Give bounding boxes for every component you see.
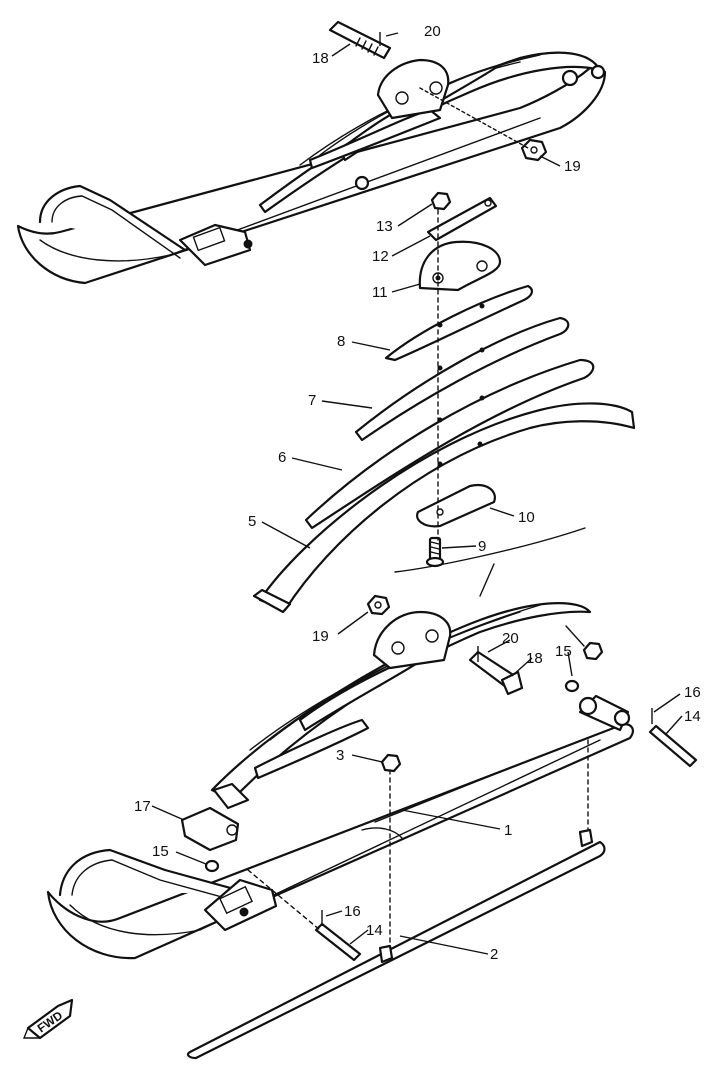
fwd-direction-arrow: FWD [22, 998, 74, 1040]
part-15-bushing-left [204, 859, 220, 873]
callout-19-top: 19 [564, 158, 581, 175]
callout-11: 11 [372, 284, 388, 301]
callout-15-right: 15 [555, 643, 572, 660]
callout-3: 3 [336, 747, 344, 764]
part-12-clip [426, 196, 498, 242]
callout-19-bottom: 19 [312, 628, 329, 645]
callout-12: 12 [372, 248, 389, 265]
callout-20-bottom: 20 [502, 630, 519, 647]
front-nut [565, 625, 604, 661]
leader-lines [151, 32, 683, 955]
part-15-bushing-right [564, 679, 580, 693]
callout-1: 1 [504, 822, 512, 839]
callout-18-bottom: 18 [526, 650, 543, 667]
callout-9: 9 [478, 538, 486, 555]
part-5-main-leaf [252, 402, 636, 614]
part-13-nut [430, 191, 452, 211]
part-11-saddle [418, 240, 502, 292]
part-7-leaf [354, 316, 570, 442]
bottom-ski-assembly [46, 602, 634, 960]
callout-14-left: 14 [366, 922, 383, 939]
callout-17: 17 [134, 798, 151, 815]
callout-10: 10 [518, 509, 535, 526]
callout-15-left: 15 [152, 843, 169, 860]
callout-16-right: 16 [684, 684, 701, 701]
nut-19-top [520, 138, 548, 162]
part-14-shaft-left [314, 922, 362, 962]
callout-18-top: 18 [312, 50, 329, 67]
bolt-18-bottom [468, 650, 524, 696]
callout-14-right: 14 [684, 708, 701, 725]
part-17-bracket [180, 806, 240, 852]
callout-13: 13 [376, 218, 393, 235]
bolt-18-top [328, 20, 392, 60]
callout-8: 8 [337, 333, 345, 350]
callout-2: 2 [490, 946, 498, 963]
part-3-nut [380, 753, 402, 773]
callout-5: 5 [248, 513, 256, 530]
top-ski-assembly [16, 51, 607, 285]
callout-6: 6 [278, 449, 286, 466]
callout-16-left: 16 [344, 903, 361, 920]
part-10-plate [416, 484, 496, 528]
callout-20-top: 20 [424, 23, 441, 40]
callout-labels: 20 18 19 13 12 11 8 7 6 5 10 9 19 20 18 … [134, 23, 701, 963]
nut-19-bottom [366, 594, 391, 616]
part-9-bolt [425, 536, 445, 568]
part-2-wear-bar [186, 828, 606, 1060]
callout-7: 7 [308, 392, 316, 409]
part-14-shaft-right [648, 724, 698, 768]
part-6-leaf [304, 358, 595, 530]
